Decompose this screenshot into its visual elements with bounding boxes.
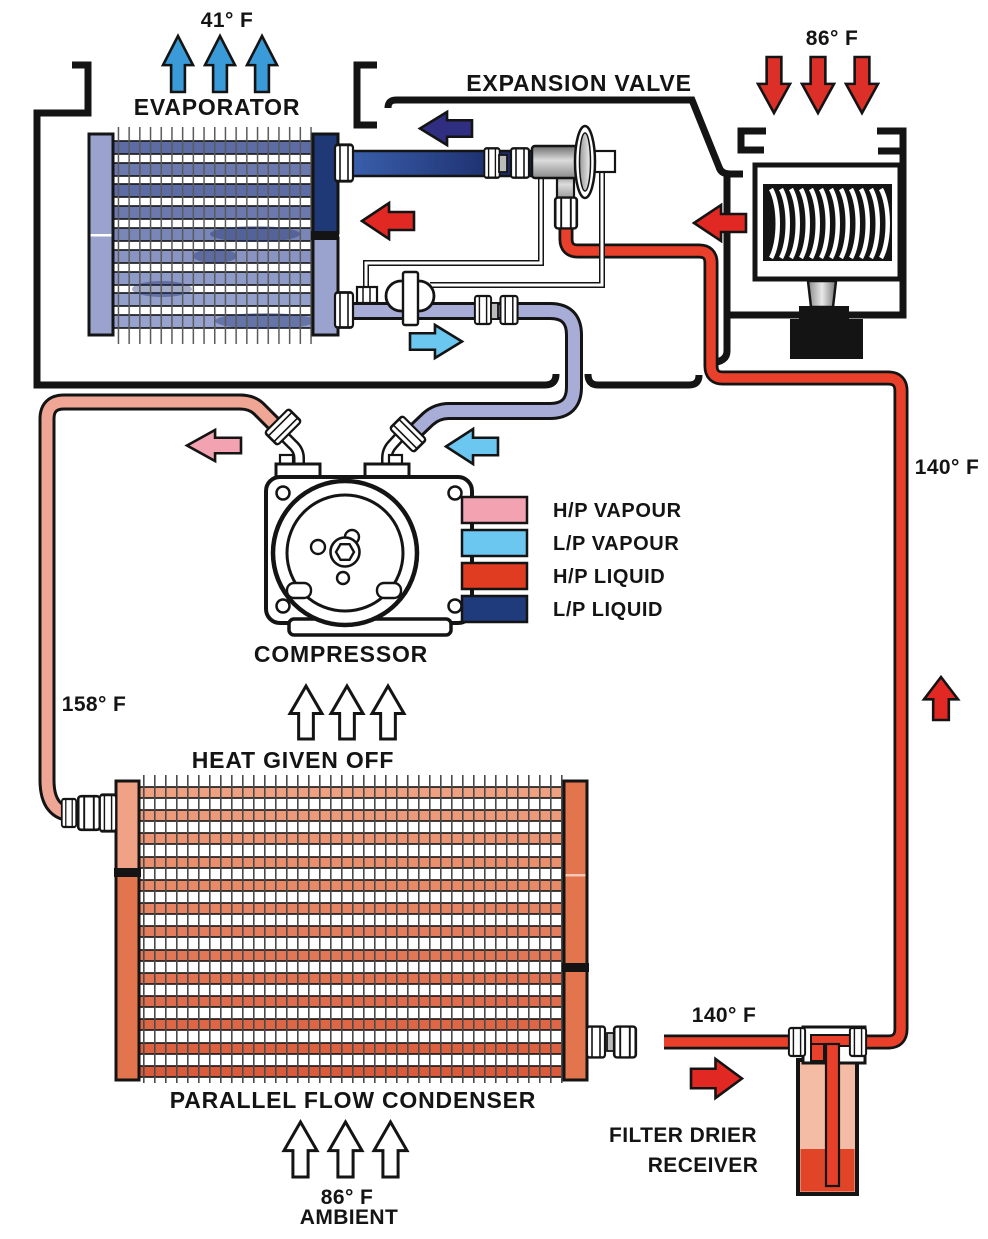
receiver-dip-tube — [824, 1042, 841, 1188]
ambient-air-arrow — [326, 1118, 365, 1179]
sensing-bulb — [355, 270, 436, 327]
bulb-clamp — [401, 270, 420, 327]
heat-arrow — [369, 683, 407, 741]
equalizer-line — [363, 176, 544, 292]
hp-liquid-flow-arrow — [359, 200, 416, 242]
ambient-temp: 86° F — [320, 1186, 374, 1209]
hp-liquid-flow-arrow — [689, 1056, 745, 1101]
lp-vapour-flow-arrow — [408, 322, 465, 361]
compressor — [264, 428, 474, 637]
filter-drier-label: FILTER DRIER — [609, 1124, 757, 1147]
blower-fan — [752, 162, 903, 359]
heat-given-off-label: HEAT GIVEN OFF — [191, 747, 395, 773]
hp-liquid-flow-arrow — [691, 202, 748, 244]
pipe-fittings — [60, 143, 868, 1059]
receiver-line-temp: 140° F — [691, 1004, 757, 1027]
ambient-air-arrow — [371, 1118, 410, 1179]
receiver-label: RECEIVER — [647, 1154, 759, 1177]
legend-label-hp-vapour: H/P VAPOUR — [553, 500, 682, 522]
warm-air-arrow — [799, 55, 837, 116]
legend-swatch-lp-liquid — [460, 594, 529, 624]
blower-motor — [799, 306, 849, 321]
cool-air-arrow — [244, 33, 280, 94]
discharge-pipe-hp-vapour — [38, 393, 288, 823]
condenser-fins — [139, 775, 567, 1083]
condenser-label: PARALLEL FLOW CONDENSER — [169, 1087, 537, 1113]
hp-vapour-flow-arrow — [184, 427, 243, 464]
blower-shaft — [806, 279, 838, 309]
liquid-line-temp: 140° F — [914, 456, 980, 479]
compressor-label: COMPRESSOR — [253, 641, 429, 667]
expansion-valve-label: EXPANSION VALVE — [466, 70, 692, 96]
heat-arrow — [287, 683, 325, 741]
legend-swatch-hp-liquid — [460, 561, 529, 591]
heat-arrow — [328, 683, 366, 741]
legend-swatch-hp-vapour — [460, 495, 529, 525]
legend-swatches — [460, 495, 529, 624]
lp-liquid-flow-arrow — [417, 109, 474, 148]
evaporator-label: EVAPORATOR — [133, 94, 301, 120]
ambient-air-arrow — [281, 1118, 320, 1179]
warm-air-arrow — [755, 55, 793, 116]
expansion-valve — [530, 124, 617, 204]
evaporator-outlet-temp: 41° F — [200, 9, 254, 32]
cool-air-arrow — [202, 33, 238, 94]
condenser — [114, 775, 589, 1083]
suction-pipe-lp-vapour — [352, 302, 583, 447]
liquid-pipe-hp — [558, 225, 909, 1050]
evaporator-fins — [115, 127, 317, 344]
legend-label-lp-liquid: L/P LIQUID — [553, 599, 664, 621]
legend-swatch-lp-vapour — [460, 528, 529, 558]
ambient-label: AMBIENT — [299, 1206, 399, 1229]
blower-intake-temp: 86° F — [805, 27, 859, 50]
hp-liquid-flow-arrow — [921, 674, 961, 722]
discharge-line-temp: 158° F — [61, 693, 127, 716]
cool-air-arrow — [160, 33, 196, 94]
capillary-line — [430, 172, 605, 288]
evaporator — [87, 127, 340, 344]
warm-air-arrow — [843, 55, 881, 116]
filter-drier-receiver — [796, 1025, 867, 1196]
flow-arrows — [160, 33, 961, 1179]
legend-label-hp-liquid: H/P LIQUID — [553, 566, 666, 588]
lp-vapour-flow-arrow — [443, 426, 500, 467]
legend-label-lp-vapour: L/P VAPOUR — [553, 533, 680, 555]
